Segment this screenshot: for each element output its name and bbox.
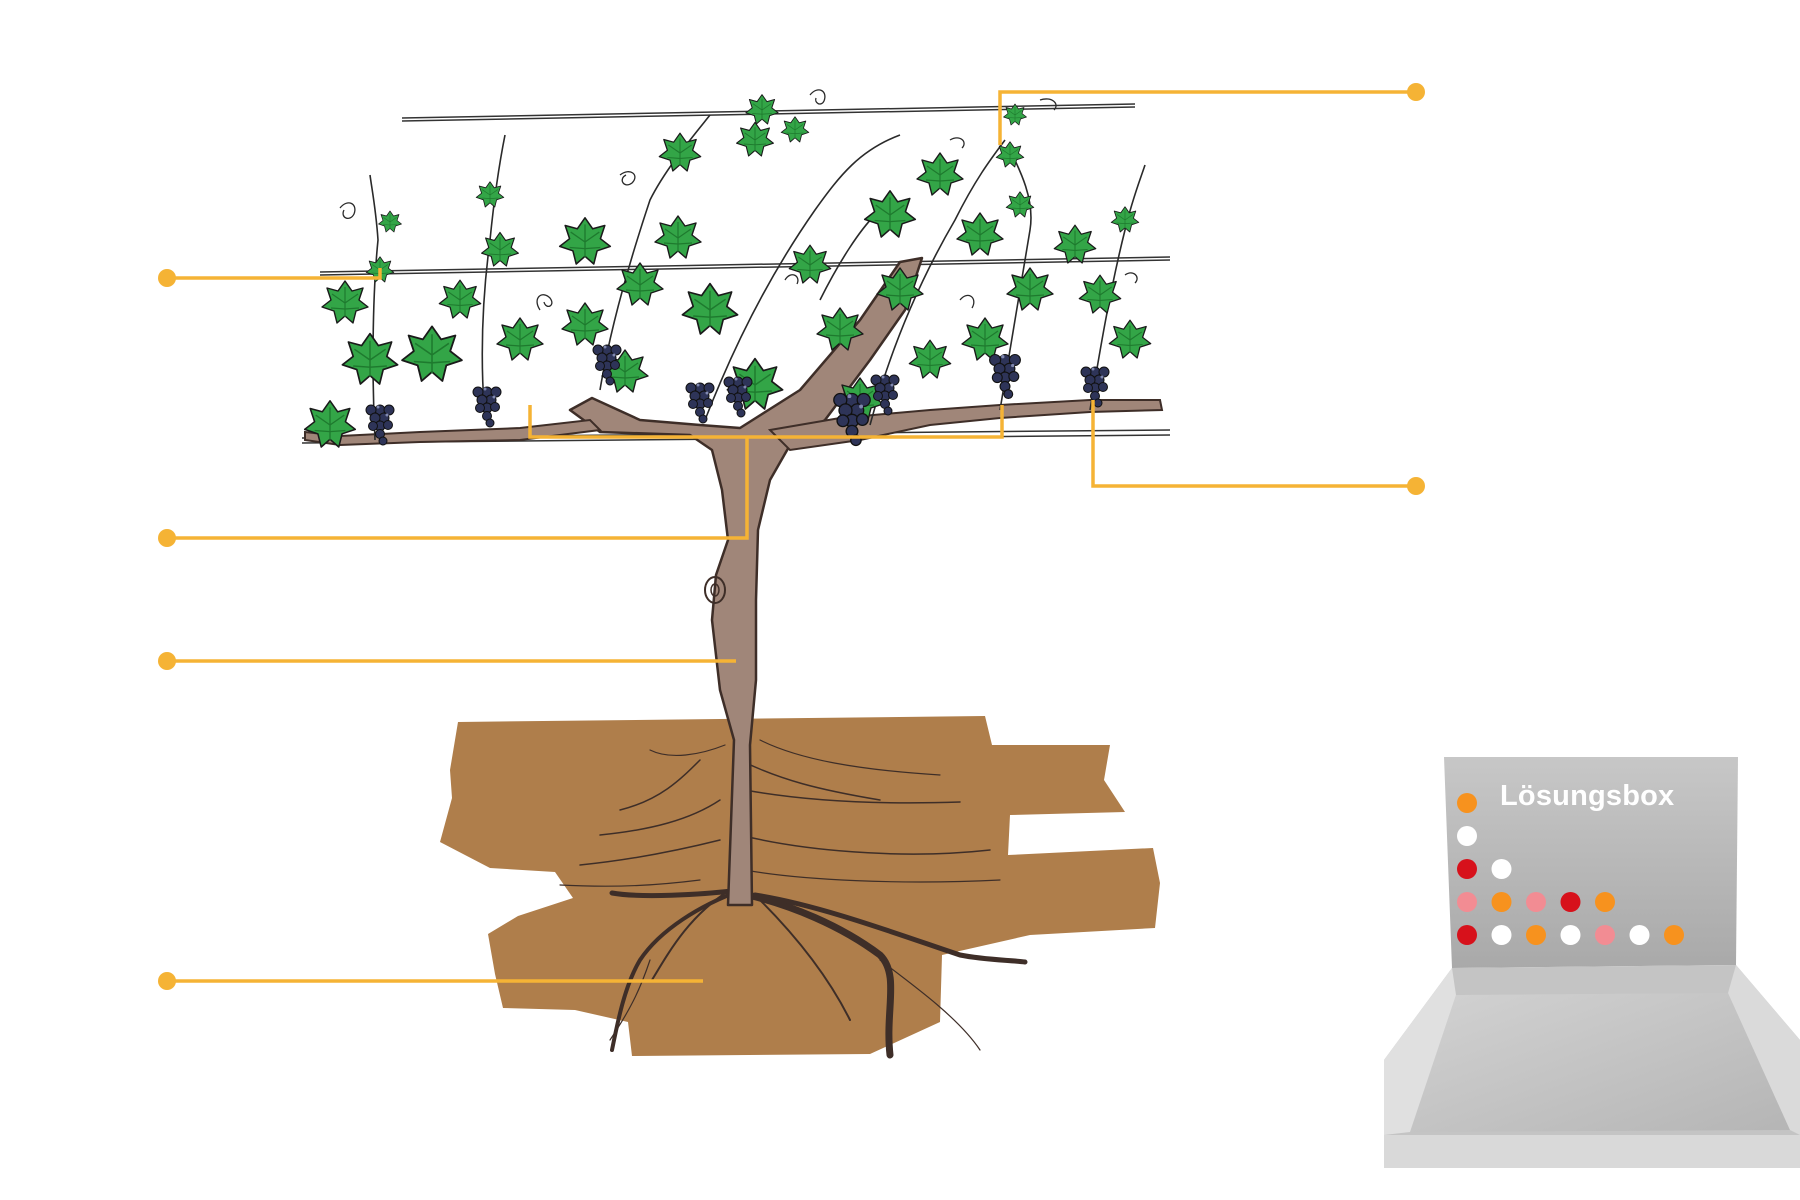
- leader-line-grape-cluster: [1091, 400, 1416, 488]
- solution-token-white[interactable]: [1491, 859, 1512, 879]
- solution-token-pink[interactable]: [1526, 892, 1546, 912]
- solution-box-title: Lösungsbox: [1500, 780, 1675, 812]
- label-dot-leaf: [158, 269, 176, 287]
- solution-token-pink[interactable]: [1457, 892, 1477, 912]
- label-dot-trunk: [158, 652, 176, 670]
- solution-token-pink[interactable]: [1595, 925, 1615, 945]
- solution-token-white[interactable]: [1629, 925, 1650, 945]
- solution-tokens: [1457, 793, 1684, 945]
- solution-token-orange[interactable]: [1457, 793, 1477, 813]
- soil: [440, 716, 1160, 1056]
- label-dot-arms: [158, 529, 176, 547]
- tendrils: [339, 89, 1138, 311]
- leader-lines: [167, 90, 1416, 983]
- label-dot-tendril: [1407, 83, 1425, 101]
- solution-token-orange[interactable]: [1491, 892, 1512, 912]
- solution-token-red[interactable]: [1560, 892, 1581, 912]
- solution-token-white[interactable]: [1560, 925, 1581, 945]
- leader-line-arms: [167, 437, 749, 540]
- solution-token-red[interactable]: [1457, 925, 1477, 945]
- solution-token-white[interactable]: [1457, 826, 1477, 846]
- leader-line-tendril: [998, 90, 1416, 145]
- roots: [559, 739, 1028, 1059]
- label-dot-grape-cluster: [1407, 477, 1425, 495]
- solution-box: [1384, 757, 1800, 1168]
- solution-token-orange[interactable]: [1664, 925, 1684, 945]
- leader-line-leaf: [167, 268, 382, 280]
- solution-token-red[interactable]: [1457, 859, 1477, 879]
- leader-line-arms-bracket: [528, 405, 1004, 439]
- solution-token-orange[interactable]: [1595, 892, 1615, 912]
- solution-box-lid: [1444, 757, 1738, 968]
- solution-token-white[interactable]: [1491, 925, 1512, 945]
- solution-token-orange[interactable]: [1526, 925, 1546, 945]
- label-dots: [158, 83, 1425, 990]
- label-dot-roots: [158, 972, 176, 990]
